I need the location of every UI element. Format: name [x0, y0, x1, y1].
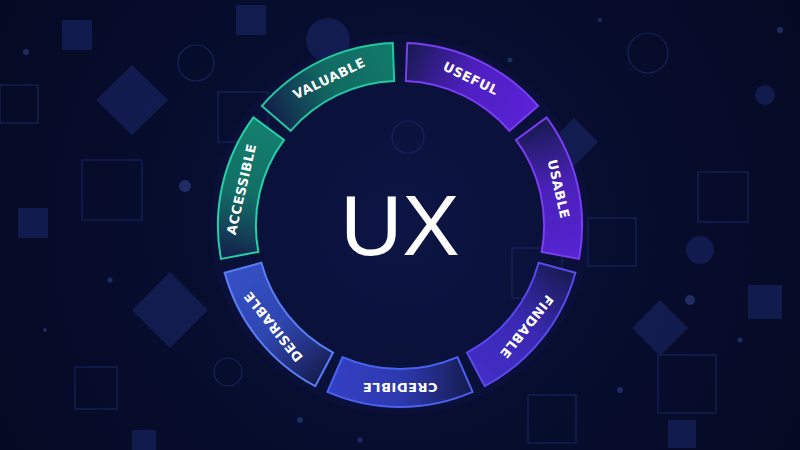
segment-outline: [206, 114, 287, 267]
center-title: UX: [340, 176, 459, 275]
segment-label: CREDIBLE: [362, 381, 437, 396]
segment-outline: [392, 29, 545, 137]
segment-outline: [212, 251, 342, 396]
segment-outline: [256, 29, 409, 137]
segment-label: ACCESSIBLE: [223, 142, 258, 236]
segment-outline: [512, 114, 593, 267]
ring-segment: CREDIBLE: [325, 366, 475, 410]
segment-wrap: CREDIBLE: [325, 366, 475, 410]
segment-outline: [327, 357, 472, 407]
segment-outline: [458, 251, 588, 396]
segment-label: USEFUL: [441, 58, 501, 97]
segment-label: USABLE: [545, 158, 573, 220]
